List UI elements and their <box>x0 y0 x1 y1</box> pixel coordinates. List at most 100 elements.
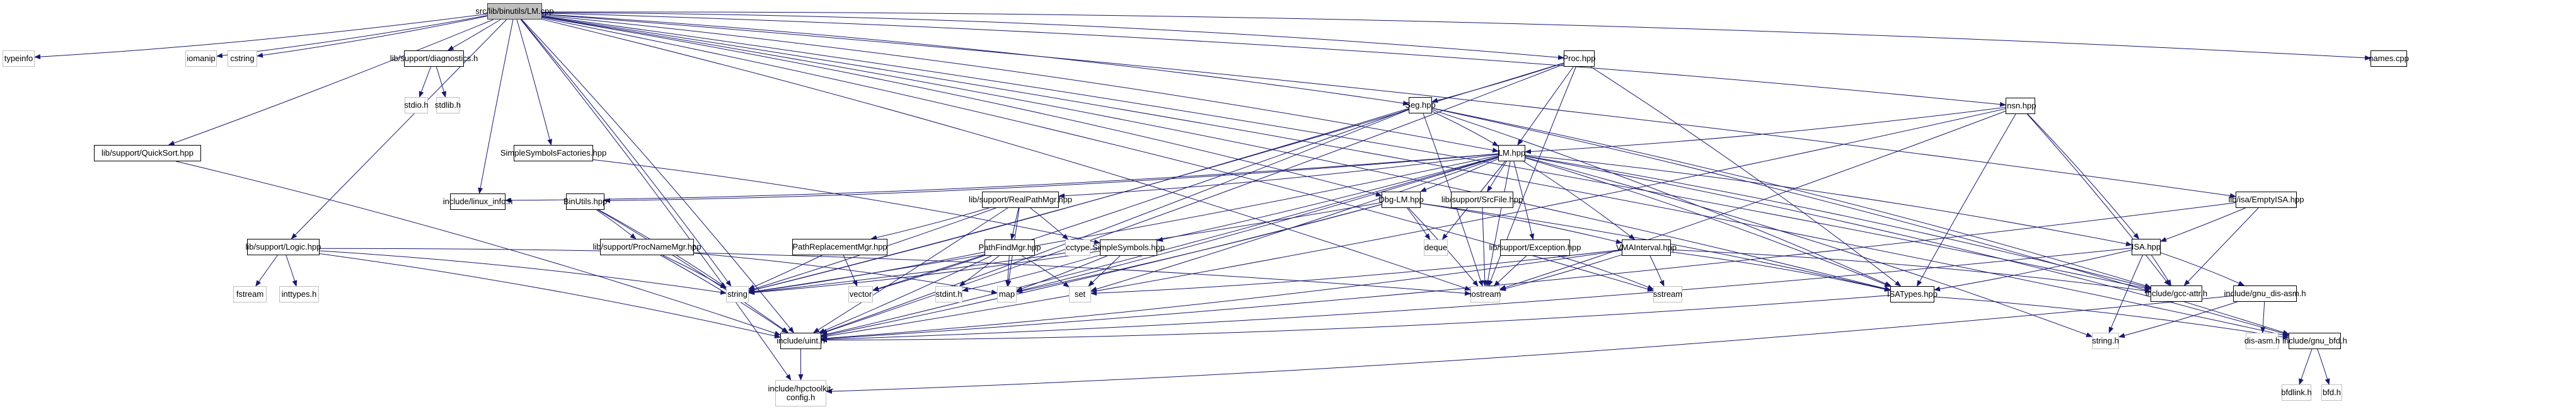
node-dis-asm-h: dis-asm.h <box>2244 333 2280 349</box>
node-uint-h[interactable]: include/uint.h <box>777 333 825 349</box>
edge-lm-to-stringh <box>1525 157 2093 337</box>
edge-root-to-ssfactories <box>516 19 553 146</box>
node-linux-info-h[interactable]: include/linux_info.h <box>443 193 512 210</box>
edge-binutils-to-uint <box>598 209 789 333</box>
edge-logic-to-string <box>319 250 727 295</box>
edge-logic-to-uint <box>319 253 781 338</box>
node-stdio-h: stdio.h <box>404 97 429 113</box>
edge-lm-to-srcfile <box>1487 161 1507 192</box>
edge-root-to-emptyisa <box>541 14 2236 199</box>
edge-simplesymbols-to-stdint <box>962 255 1100 292</box>
edge-root-to-insn <box>541 13 2006 107</box>
edge-realpathmgr-to-pathreplmgr <box>870 207 990 240</box>
edge-pathfindmgr-to-set <box>1022 255 1070 287</box>
node-proc-name-mgr-hpp[interactable]: lib/support/ProcNameMgr.hpp <box>593 239 702 255</box>
edge-lm-to-realpathmgr <box>1058 154 1499 199</box>
edge-exception-to-sstream <box>1558 255 1654 290</box>
edge-isa-to-isatypes <box>1934 250 2132 292</box>
edge-insn-to-uint <box>821 108 2006 339</box>
edge-pathfindmgr-to-map <box>1005 255 1010 287</box>
node-typeinfo: typeinfo <box>3 50 35 67</box>
node-real-path-mgr-hpp[interactable]: lib/support/RealPathMgr.hpp <box>969 192 1072 208</box>
node-insn-hpp[interactable]: Insn.hpp <box>2005 98 2036 114</box>
edge-binutils-to-procnamemgr <box>596 209 637 239</box>
node-logic-hpp[interactable]: lib/support/Logic.hpp <box>246 239 321 255</box>
edge-isatypes-to-uint <box>821 294 1891 343</box>
edge-seg-to-gccattr <box>1431 108 2151 289</box>
node-path-replacement-mgr-hpp[interactable]: PathReplacementMgr.hpp <box>792 239 887 255</box>
node-diagnostics-h[interactable]: lib/support/diagnostics.h <box>390 50 478 67</box>
node-names-cpp[interactable]: names.cpp <box>2369 50 2409 67</box>
edge-isa-to-uint <box>821 248 2132 342</box>
node-dbg-lm-hpp[interactable]: Dbg-LM.hpp <box>1378 192 1424 208</box>
edge-root-to-logic <box>291 19 507 239</box>
node-set: set <box>1069 286 1091 302</box>
node-isa-hpp[interactable]: ISA.hpp <box>2132 239 2161 255</box>
edge-vmainterval-to-gccattr <box>1670 249 2151 294</box>
edge-root-to-lm <box>541 14 1499 153</box>
edge-lm-to-iostream <box>1485 161 1511 287</box>
node-gnu-dis-asm-h[interactable]: include/gnu_dis-asm.h <box>2224 285 2306 302</box>
node-hpctoolkit-config-h: include/hpctoolkit-config.h <box>768 380 834 406</box>
edge-layer <box>34 11 2371 394</box>
node-cctype: cctype <box>1065 239 1090 256</box>
edge-emptyisa-to-uint <box>821 202 2236 342</box>
edge-lm-to-isa <box>1525 154 2132 246</box>
edge-lm-to-string <box>748 155 1499 294</box>
edge-root-to-typeinfo <box>34 13 488 60</box>
edge-insn-to-gccattr <box>2026 113 2170 286</box>
edge-root-to-string <box>521 19 732 287</box>
node-seg-hpp[interactable]: Seg.hpp <box>1405 97 1436 113</box>
node-gcc-attr-h[interactable]: include/gcc-attr.h <box>2146 285 2207 302</box>
edge-exception-to-iostream <box>1493 255 1527 287</box>
edge-isa-to-stringh <box>2108 255 2143 333</box>
node-iomanip: iomanip <box>185 50 217 67</box>
edge-root-to-proc <box>541 12 1564 60</box>
edge-isatypes-to-gnubfd <box>1934 296 2289 340</box>
edge-procnamemgr-to-uint <box>660 255 788 333</box>
edge-simplesymbols-to-set <box>1088 255 1121 287</box>
edge-gnudisasm-to-stringh <box>2118 301 2238 338</box>
edge-seg-to-uint <box>821 109 1409 334</box>
edge-pathfindmgr-to-stdint <box>959 255 1000 287</box>
node-binutils-hpp[interactable]: BinUtils.hpp <box>563 193 607 210</box>
edge-procnamemgr-to-map <box>693 253 998 295</box>
edge-diagnostics-to-stdio <box>419 66 432 98</box>
edge-pathreplmgr-to-vector <box>843 255 858 287</box>
node-fstream: fstream <box>233 286 267 302</box>
edge-vmainterval-to-iostream <box>1499 254 1622 291</box>
node-proc-hpp[interactable]: Proc.hpp <box>1562 50 1596 67</box>
node-cstring: cstring <box>228 50 257 67</box>
node-sstream: sstream <box>1653 286 1682 302</box>
edge-root-to-iostream <box>541 19 1471 291</box>
edge-diagnostics-to-stdlib <box>436 66 447 98</box>
node-simple-symbols-factories-hpp[interactable]: SimpleSymbolsFactories.hpp <box>500 145 606 161</box>
edge-root-to-uint <box>521 19 794 333</box>
edge-dbglm-to-string <box>748 202 1382 295</box>
edge-simplesymbols-to-string <box>748 250 1100 296</box>
node-lm-hpp[interactable]: LM.hpp <box>1498 145 1525 161</box>
edge-lm-to-gccattr <box>1525 156 2151 289</box>
edge-realpathmgr-to-pathfindmgr <box>1010 207 1019 240</box>
node-isa-types-hpp[interactable]: ISATypes.hpp <box>1887 286 1938 302</box>
node-simple-symbols-hpp[interactable]: SimpleSymbols.hpp <box>1092 239 1165 256</box>
edge-root-to-quicksort <box>168 19 494 146</box>
node-src-file-hpp[interactable]: lib/support/SrcFile.hpp <box>1441 192 1523 208</box>
node-gnu-bfd-h[interactable]: include/gnu_bfd.h <box>2282 333 2347 349</box>
edge-root-to-namescpp <box>541 11 2371 60</box>
edge-root-to-gnubfd <box>541 16 2289 338</box>
edge-lm-to-gnubfd <box>1525 156 2289 336</box>
edge-seg-to-lm <box>1431 111 1499 147</box>
node-empty-isa-hpp[interactable]: lib/isa/EmptyISA.hpp <box>2229 192 2304 208</box>
edge-insn-to-iostream <box>1499 110 2006 290</box>
node-vma-interval-hpp[interactable]: VMAInterval.hpp <box>1616 239 1677 256</box>
edge-root-to-gccattr <box>541 15 2151 291</box>
node-exception-hpp[interactable]: lib/support/Exception.hpp <box>1489 239 1581 256</box>
node-inttypes-h: inttypes.h <box>279 286 319 302</box>
node-path-find-mgr-hpp[interactable]: PathFindMgr.hpp <box>979 239 1041 256</box>
node-quicksort-hpp[interactable]: lib/support/QuickSort.hpp <box>94 145 201 161</box>
node-stdint-h: stdint.h <box>935 286 962 302</box>
edge-pathfindmgr-to-vector <box>872 255 985 292</box>
edge-isa-to-gnudisasm <box>2160 252 2245 286</box>
edge-insn-to-isa <box>2027 113 2140 239</box>
